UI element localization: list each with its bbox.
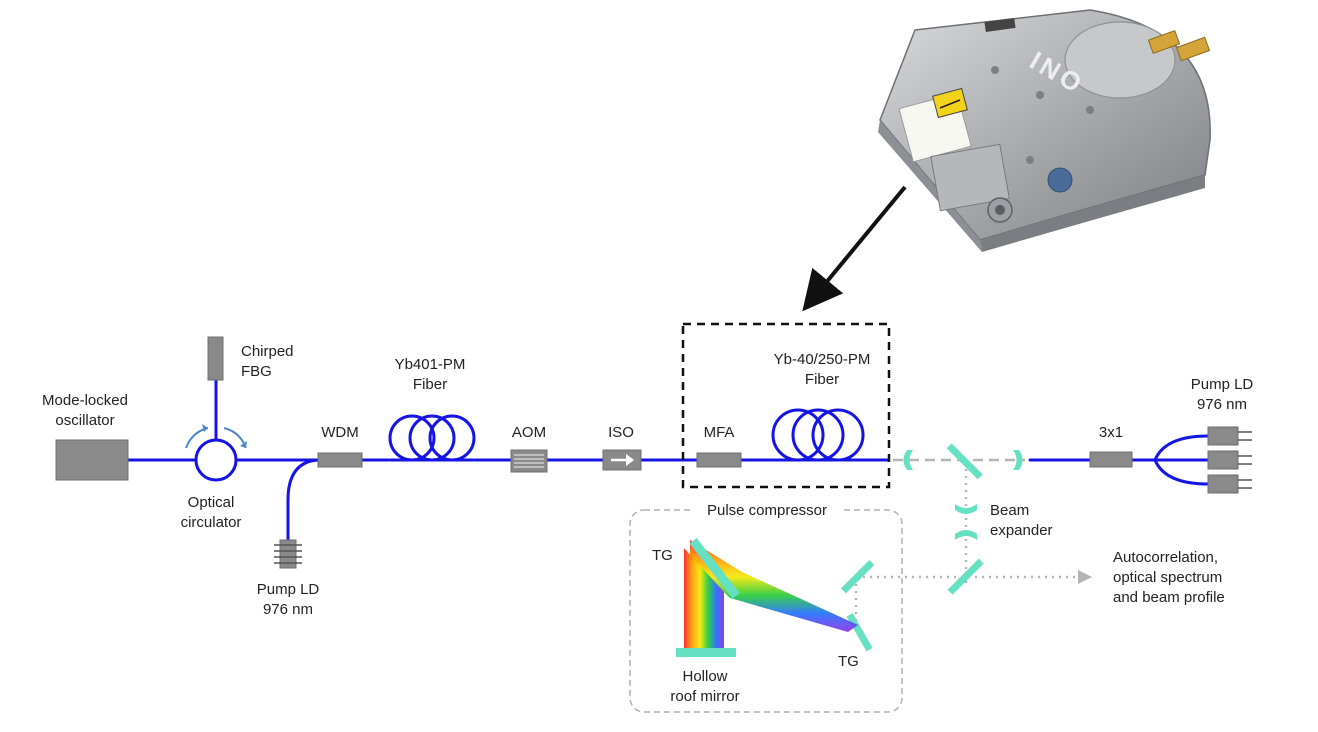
mfa-component	[696, 452, 742, 468]
circulator-arrowhead-left-icon	[202, 424, 208, 432]
grating-top	[689, 537, 740, 599]
highlight-box	[681, 322, 891, 489]
oscillator-box	[55, 439, 129, 481]
pulse-compressor-box	[629, 509, 903, 713]
circulator-arrowhead-right-icon	[240, 441, 247, 448]
pulse-compressor-title-bg	[694, 500, 842, 520]
hollow-roof-mirror	[676, 648, 736, 657]
hollow-mirror-label-1: Hollow	[682, 668, 727, 685]
beam-expander-label-1: Beam	[990, 502, 1029, 519]
wdm-component	[317, 452, 363, 468]
yb40-fiber-coil	[770, 408, 865, 462]
pump-ld-right-label-1: Pump LD	[1191, 376, 1254, 393]
pump-ld-right-label-2: 976 nm	[1197, 396, 1247, 413]
pump-ld-right-components	[1207, 426, 1252, 494]
output-label-2: optical spectrum	[1113, 569, 1222, 586]
yb401-label-1: Yb401-PM	[395, 356, 466, 373]
pointer-arrow	[802, 185, 907, 312]
pump-ld-left-component	[274, 539, 302, 569]
optical-circulator-symbol	[194, 438, 238, 482]
circulator-label-2: circulator	[181, 514, 242, 531]
yb401-fiber-coil	[388, 414, 476, 462]
combiner-component	[1089, 451, 1133, 468]
tg-bottom-label: TG	[838, 653, 859, 670]
diffracted-spectrum	[684, 540, 858, 652]
laser-module-image: INO	[878, 9, 1211, 252]
wdm-label: WDM	[321, 424, 359, 441]
aom-label: AOM	[512, 424, 546, 441]
aom-component	[510, 449, 548, 473]
chirped-fbg-label-1: Chirped	[241, 343, 294, 360]
beam-expander-label-2: expander	[990, 522, 1053, 539]
circulator-label-1: Optical	[188, 494, 235, 511]
hollow-mirror-label-2: roof mirror	[670, 688, 739, 705]
yb40-label-2: Fiber	[805, 371, 839, 388]
yb40-label-1: Yb-40/250-PM	[774, 351, 871, 368]
iso-label: ISO	[608, 424, 634, 441]
pump-ld-left-label-1: Pump LD	[257, 581, 320, 598]
mfa-label: MFA	[704, 424, 735, 441]
oscillator-label-2: oscillator	[55, 412, 114, 429]
chirped-fbg-label-2: FBG	[241, 363, 272, 380]
combiner-label: 3x1	[1099, 424, 1123, 441]
tg-top-label: TG	[652, 547, 673, 564]
pump-ld-left-label-2: 976 nm	[263, 601, 313, 618]
output-arrow-icon	[1078, 570, 1092, 584]
beam-optics	[841, 443, 1023, 652]
chirped-fbg-component	[207, 336, 224, 381]
pulse-compressor-title: Pulse compressor	[707, 502, 827, 519]
output-label-3: and beam profile	[1113, 589, 1225, 606]
yb401-label-2: Fiber	[413, 376, 447, 393]
iso-component	[602, 449, 642, 471]
output-label-1: Autocorrelation,	[1113, 549, 1218, 566]
fiber-path	[126, 378, 1210, 542]
oscillator-label-1: Mode-locked	[42, 392, 128, 409]
